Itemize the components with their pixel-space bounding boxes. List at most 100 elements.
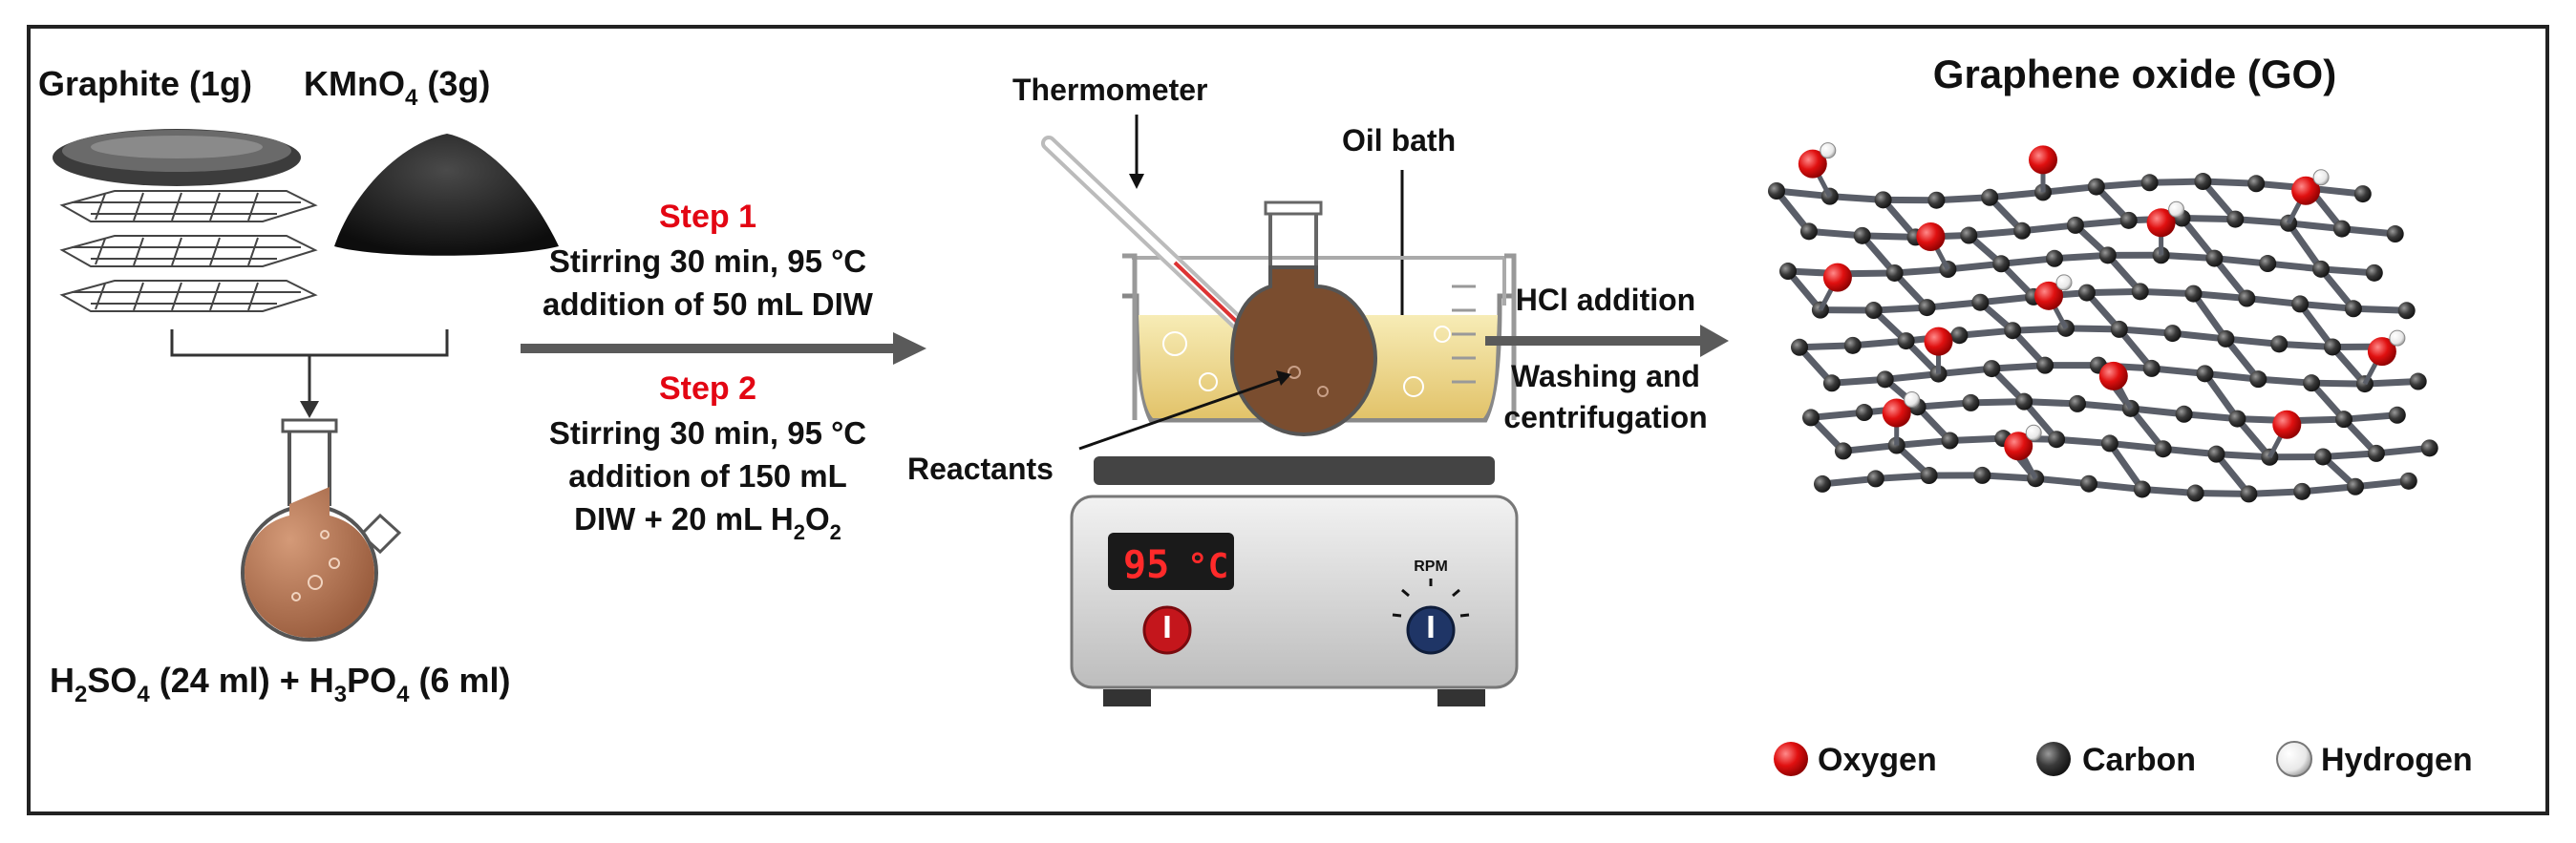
carbon-bond: [2009, 325, 2070, 334]
down-arrow: [300, 401, 319, 418]
carbon-bond: [2192, 490, 2252, 497]
carbon-atom: [1876, 370, 1894, 389]
carbon-atom: [1927, 191, 1946, 209]
carbon-atom: [2303, 374, 2321, 392]
carbon-atom: [1971, 293, 1990, 311]
graphite-label: Graphite (1g): [38, 64, 252, 103]
carbon-atom: [1874, 191, 1892, 209]
carbon-bond: [2190, 290, 2250, 303]
oxygen-atom: [1822, 263, 1852, 292]
atom-legend: Oxygen Carbon Hydrogen: [1774, 741, 2473, 778]
carbon-atom: [2100, 434, 2118, 453]
step1-title: Step 1: [659, 199, 756, 235]
carbon-bond: [2243, 295, 2304, 307]
carbon-atom: [2066, 216, 2084, 234]
carbon-bond: [1807, 409, 1868, 421]
oxygen-atom: [1924, 327, 1953, 356]
washing-label-line1: Washing and: [1511, 359, 1700, 393]
hcl-addition-label: HCl addition: [1516, 283, 1695, 317]
carbon-bond: [2160, 445, 2220, 458]
step2-line2: addition of 150 mL: [568, 458, 847, 494]
carbon-bond: [2106, 439, 2146, 493]
carbon-atom: [1962, 393, 1980, 411]
carbon-atom: [2098, 246, 2117, 264]
carbon-bond: [1796, 342, 1857, 351]
oxygen-atom: [2367, 337, 2396, 367]
carbon-atom: [1864, 302, 1883, 320]
carbon-bond: [1828, 375, 1889, 387]
carbon-bond: [1773, 187, 1813, 235]
thermometer-label: Thermometer: [1012, 73, 1208, 107]
carbon-atom: [2249, 370, 2267, 389]
carbon-bond: [1914, 399, 1974, 411]
carbon-bond: [2213, 451, 2273, 461]
oxygen-atom: [1882, 398, 1911, 428]
carbon-atom: [2004, 322, 2022, 340]
carbon-bond: [1840, 442, 1901, 454]
carbon-bond: [2319, 450, 2380, 460]
carbon-bond: [2179, 215, 2239, 223]
carbon-bond: [2296, 300, 2357, 312]
carbon-atom: [2240, 485, 2258, 503]
carbon-atom: [2314, 448, 2332, 466]
carbon-atom: [1814, 474, 1831, 493]
temperature-readout: 95: [1123, 543, 1169, 587]
reactants-pointer: [1078, 375, 1286, 451]
carbon-bond: [1955, 327, 2016, 339]
carbon-atom: [1799, 222, 1818, 241]
temperature-unit: °C: [1187, 547, 1228, 586]
carbon-atom: [2293, 482, 2311, 500]
reactants-label: Reactants: [907, 452, 1054, 486]
carbon-bond: [2298, 483, 2359, 495]
carbon-bond: [1893, 437, 1953, 450]
washing-label-line2: centrifugation: [1503, 400, 1707, 434]
carbon-bond: [1859, 232, 1919, 241]
carbon-atom: [2036, 356, 2054, 374]
carbon-bond: [1997, 255, 2058, 267]
carbon-atom: [1866, 470, 1884, 488]
hydrogen-atom: [2025, 424, 2042, 441]
carbon-atom: [2332, 220, 2351, 238]
oxygen-atom: [2098, 361, 2128, 390]
carbon-bond: [2083, 287, 2144, 297]
carbon-atom: [2087, 178, 2105, 196]
temperature-knob[interactable]: [1142, 605, 1192, 655]
carbon-bond: [2275, 340, 2336, 350]
oxygen-atom: [2034, 281, 2063, 310]
carbon-bond: [1947, 434, 2007, 445]
kmno4-label: KMnO4 (3g): [304, 64, 490, 111]
carbon-atom: [2365, 263, 2383, 282]
carbon-bond: [2062, 325, 2123, 333]
carbon-legend-dot: [2036, 742, 2071, 776]
rpm-knob[interactable]: [1406, 605, 1456, 655]
carbon-bond: [1976, 293, 2037, 306]
carbon-bond: [2051, 251, 2112, 263]
carbon-bond: [2127, 405, 2188, 418]
carbon-bond: [2148, 365, 2208, 377]
carbon-bond: [2116, 326, 2177, 337]
step-arrow: [521, 332, 926, 365]
carbon-atom: [1885, 263, 1904, 282]
carbon-atom: [2194, 173, 2212, 191]
carbon-bond: [2085, 480, 2146, 493]
carbon-bond: [2373, 444, 2434, 457]
hydrogen-atom: [2312, 169, 2330, 186]
carbon-bond: [2199, 178, 2260, 187]
rpm-label: RPM: [1414, 558, 1448, 575]
carbon-atom: [2186, 484, 2204, 502]
oxygen-atom: [2029, 145, 2057, 175]
carbon-bond: [2350, 305, 2411, 314]
rpm-knob-ticks: [1392, 579, 1470, 618]
carbon-bond: [2032, 474, 2093, 488]
carbon-atom: [2048, 431, 2066, 449]
carbon-bond: [2202, 369, 2262, 383]
carbon-atom: [2312, 260, 2330, 278]
carbon-bond: [2222, 335, 2262, 383]
carbon-bond: [1870, 304, 1930, 314]
carbon-atom: [1897, 332, 1915, 350]
carbon-atom: [2046, 249, 2063, 267]
process-arrow: [1485, 325, 1729, 357]
carbon-atom: [2080, 474, 2097, 493]
carbon-atom: [1941, 432, 1959, 450]
